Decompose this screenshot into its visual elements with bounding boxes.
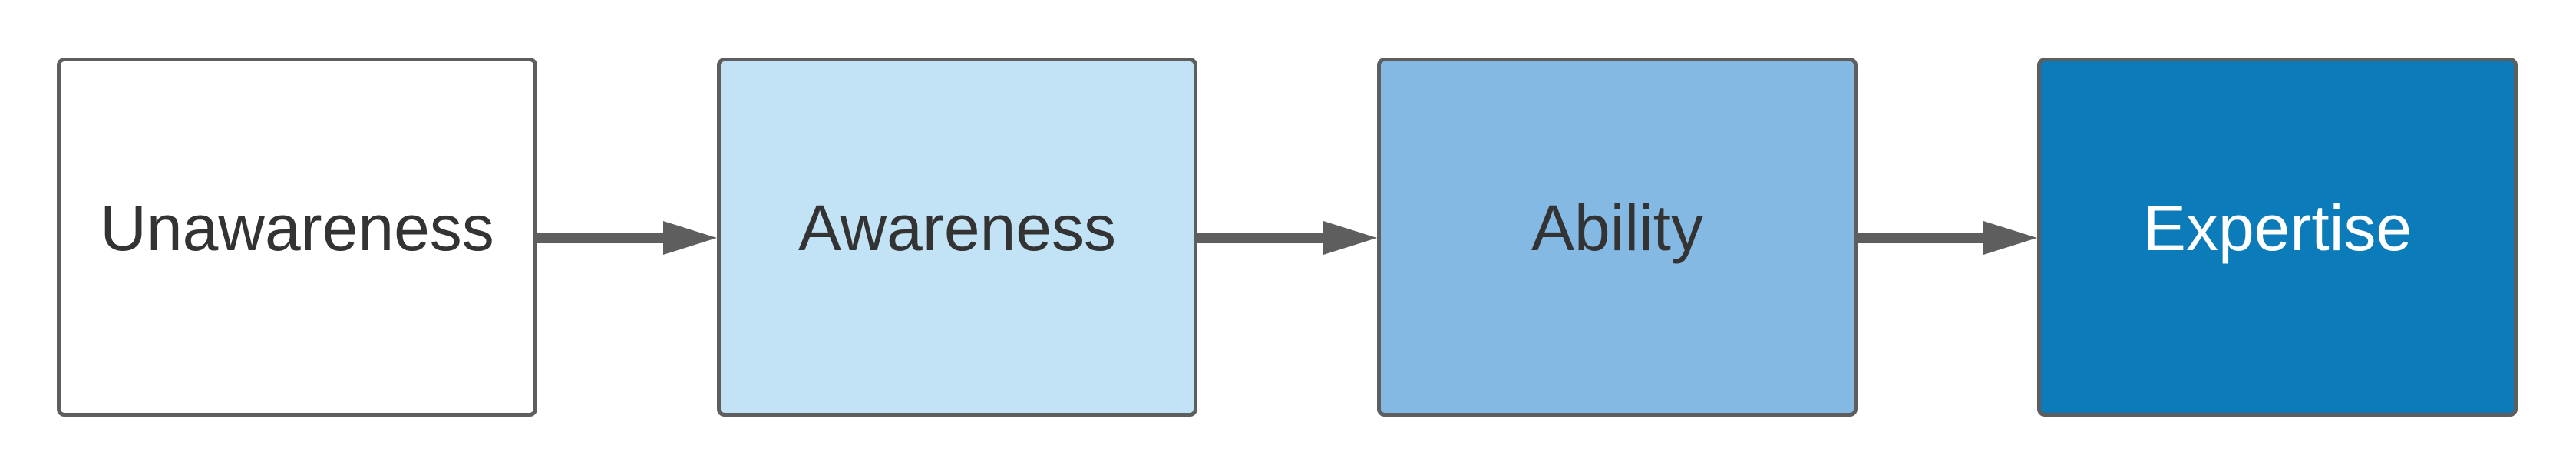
step-label-ability: Ability [1531, 192, 1704, 264]
step-unawareness: Unawareness [57, 58, 537, 417]
step-ability: Ability [1377, 58, 1858, 417]
step-label-unawareness: Unawareness [100, 192, 494, 264]
step-label-expertise: Expertise [2142, 192, 2413, 264]
arrow-icon [1858, 221, 2037, 255]
step-label-awareness: Awareness [798, 192, 1116, 264]
arrow-icon [537, 221, 717, 255]
step-awareness: Awareness [717, 58, 1197, 417]
step-expertise: Expertise [2037, 58, 2518, 417]
arrow-icon [1197, 221, 1377, 255]
